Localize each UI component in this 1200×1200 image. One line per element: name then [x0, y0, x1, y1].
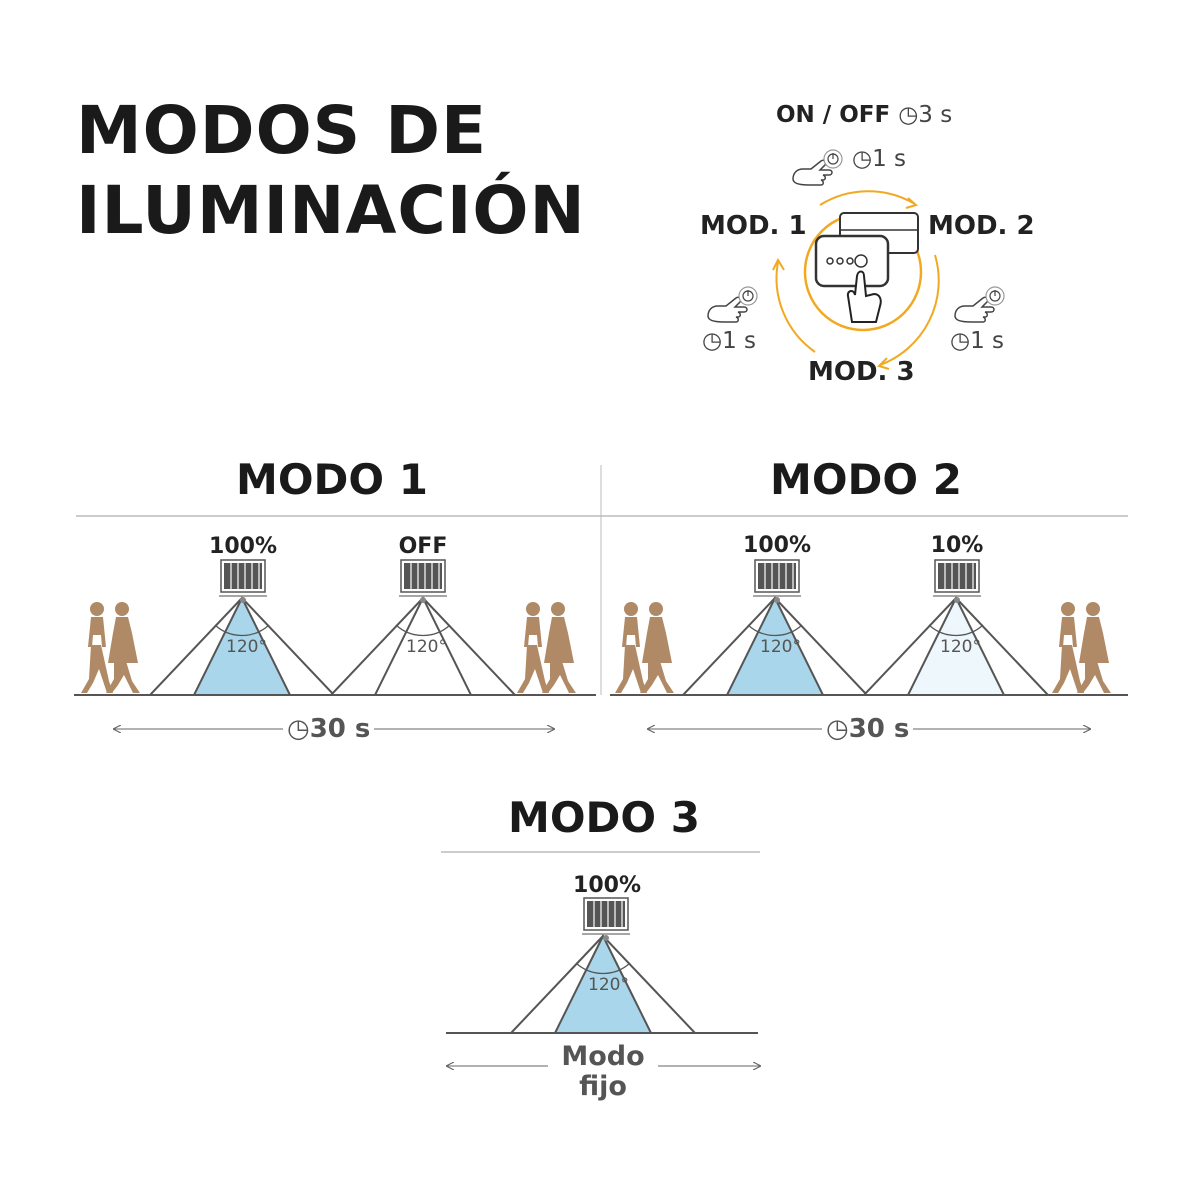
mode1-lamp1-icon [218, 559, 268, 604]
mode2-person-right2-icon [1077, 602, 1111, 693]
clock-icon: ◷ [702, 328, 723, 354]
mode2-person-left-icon [615, 602, 647, 693]
mode3-fixed-line2: fijo [579, 1071, 627, 1102]
left-time-text: 1 s [722, 328, 757, 354]
mod2-label: MOD. 2 [928, 211, 1035, 241]
mode1-scene [74, 559, 596, 729]
control-diagram [707, 149, 1005, 370]
mode2-person-right-icon [1052, 602, 1084, 693]
hand-press-icon-left [707, 286, 758, 323]
mode1-title: MODO 1 [236, 455, 428, 504]
mode1-duration: ◷30 s [283, 714, 375, 744]
mode3-fixed-label: Modo fijo [548, 1042, 658, 1102]
mode3-title: MODO 3 [508, 793, 700, 842]
mode1-lamp2-level: OFF [398, 534, 448, 559]
top-press-time: ◷1 s [852, 148, 906, 171]
mode2-person-left2-icon [640, 602, 674, 693]
clock-icon: ◷ [287, 714, 310, 744]
mode1-person-left-icon [81, 602, 113, 693]
mode1-person-left2-icon [106, 602, 140, 693]
mode3-scene [446, 897, 760, 1066]
right-press-time: ◷1 s [950, 330, 1004, 353]
mode1-lamp1-level: 100% [209, 534, 277, 559]
device-icon [814, 212, 919, 323]
mode2-lamp1-level: 100% [743, 533, 811, 558]
mode3-lamp-icon [581, 897, 631, 942]
clock-icon: ◷ [826, 714, 849, 744]
mode2-cone2-beam [906, 595, 1006, 696]
mode2-lamp1-icon [752, 559, 802, 604]
mode1-angle1: 120° [226, 637, 267, 657]
mode3-lamp-level: 100% [573, 873, 641, 898]
onoff-time: 3 s [918, 102, 953, 128]
mode1-angle2: 120° [406, 637, 447, 657]
hand-press-icon-right [954, 286, 1005, 323]
mode3-fixed-line1: Modo [561, 1041, 645, 1072]
mode2-lamp2-icon [932, 559, 982, 604]
hand-press-icon-top [792, 149, 843, 186]
mode2-title: MODO 2 [770, 455, 962, 504]
mode1-person-right2-icon [542, 602, 576, 693]
right-time-text: 1 s [970, 328, 1005, 354]
mode2-angle2: 120° [940, 637, 981, 657]
onoff-text: ON / OFF [776, 102, 891, 128]
onoff-label: ON / OFF ◷3 s [776, 104, 952, 127]
mod3-label: MOD. 3 [808, 357, 915, 387]
mode1-cone1-beam [192, 595, 292, 696]
page-title-line2: ILUMINACIÓN [76, 172, 586, 249]
mode1-person-right-icon [517, 602, 549, 693]
clock-icon: ◷ [950, 328, 971, 354]
top-time-text: 1 s [872, 146, 907, 172]
clock-icon: ◷ [852, 146, 873, 172]
left-press-time: ◷1 s [702, 330, 756, 353]
mode2-cone1-beam [725, 595, 825, 696]
mode2-lamp2-level: 10% [930, 533, 984, 558]
mode2-angle1: 120° [760, 637, 801, 657]
mode2-scene [610, 559, 1128, 729]
mod1-label: MOD. 1 [700, 211, 807, 241]
mode1-cone2-beam [373, 595, 473, 696]
mode3-cone-beam [553, 933, 653, 1034]
mode3-angle: 120° [588, 975, 629, 995]
mode2-duration: ◷30 s [822, 714, 914, 744]
clock-icon: ◷ [898, 102, 919, 128]
mode2-duration-text: 30 s [848, 714, 910, 744]
mode1-duration-text: 30 s [309, 714, 371, 744]
page-title-line1: MODOS DE [76, 92, 488, 169]
mode1-lamp2-icon [398, 559, 448, 604]
